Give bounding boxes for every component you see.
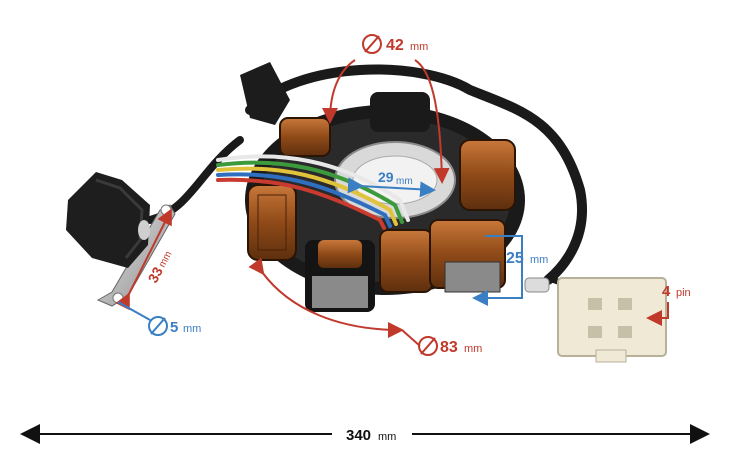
label-42mm-unit: mm	[410, 41, 428, 53]
coil-upper-right	[459, 139, 516, 211]
annotation-total-length: 340 mm	[20, 424, 710, 444]
annotation-bore-width: 29 mm	[347, 169, 436, 198]
coil-left	[247, 184, 297, 261]
cable-clip	[240, 62, 290, 125]
label-5mm-unit: mm	[183, 323, 201, 335]
coil-bottom-right	[379, 229, 433, 293]
wire-bundle	[216, 154, 410, 230]
label-33mm-value: 33	[145, 264, 167, 285]
coil-bottom-left	[305, 240, 375, 312]
label-25mm-value: 25	[506, 250, 524, 267]
annotation-mount-hole: 5 mm	[117, 301, 201, 336]
label-29mm-value: 29	[378, 169, 394, 185]
label-25mm-unit: mm	[530, 254, 548, 266]
label-340mm-unit: mm	[378, 431, 396, 443]
label-4pin-value: 4	[662, 283, 671, 300]
pickup-sensor	[66, 172, 176, 307]
coil-top	[279, 92, 430, 157]
annotation-connector-pins: 4 pin	[646, 283, 691, 326]
label-33mm-unit: mm	[157, 250, 175, 270]
label-4pin-unit: pin	[676, 287, 691, 299]
annotation-sensor-spacing: 33 mm	[115, 208, 175, 311]
annotation-inner-diameter: 42 mm	[322, 34, 450, 184]
coil-right	[429, 219, 506, 293]
label-340mm-value: 340	[346, 427, 371, 444]
main-cable	[245, 64, 587, 285]
label-83mm-unit: mm	[464, 343, 482, 355]
label-83mm-value: 83	[440, 339, 458, 356]
label-42mm-value: 42	[386, 37, 404, 54]
annotation-pole-height: 25 mm	[472, 235, 548, 306]
label-29mm-unit: mm	[396, 176, 413, 187]
4-pin-connector	[524, 274, 667, 363]
stator-body	[216, 92, 525, 312]
label-5mm-value: 5	[170, 319, 178, 336]
annotation-outer-diameter: 83 mm	[248, 257, 482, 356]
